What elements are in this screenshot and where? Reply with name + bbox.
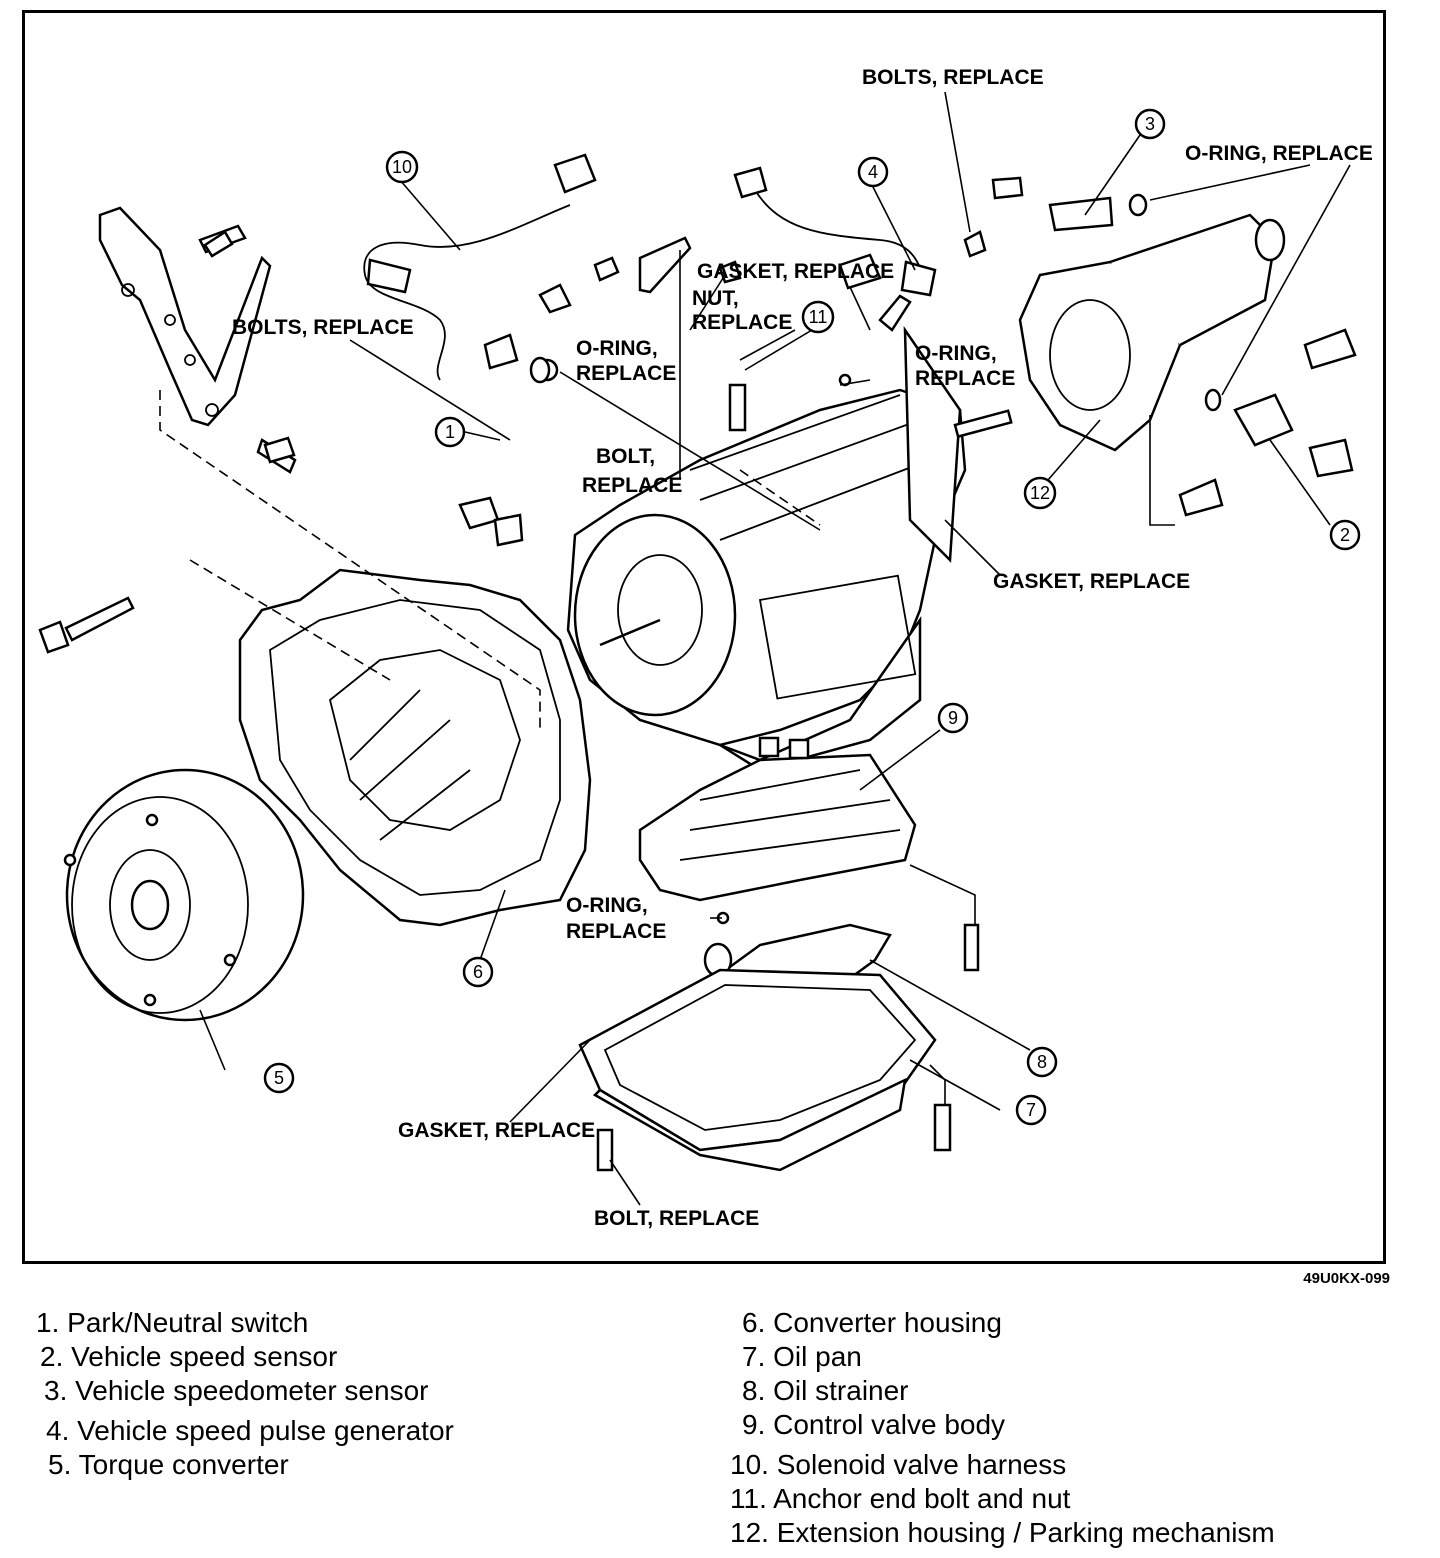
legend-label: Extension housing / Parking mechanism [776, 1517, 1275, 1548]
assembly-lines [159, 390, 821, 730]
callout-oring-replace-top-right: O-RING, REPLACE [1185, 142, 1373, 165]
extension-housing [1018, 213, 1286, 452]
legend-item: 8. Oil strainer [730, 1374, 1275, 1408]
svg-text:9: 9 [948, 708, 958, 728]
diagram-frame [22, 10, 1386, 1264]
marker-8: 8 [1026, 1046, 1058, 1078]
svg-text:5: 5 [274, 1068, 284, 1088]
legend-item: 4. Vehicle speed pulse generator [36, 1414, 454, 1448]
transmission-case [566, 325, 1013, 772]
svg-text:6: 6 [473, 962, 483, 982]
pulse-generator [733, 166, 937, 332]
legend-item: 5. Torque converter [36, 1448, 454, 1482]
callout-oring-left-1: O-RING, [576, 337, 658, 360]
callout-oring-mid-2: REPLACE [915, 367, 1015, 390]
marker-9: 9 [937, 702, 969, 734]
callout-gasket-replace-right: GASKET, REPLACE [993, 570, 1190, 593]
legend-num: 11. [730, 1483, 767, 1514]
svg-text:11: 11 [809, 307, 828, 327]
callout-oring-lower-1: O-RING, [566, 894, 648, 917]
legend-item: 12. Extension housing / Parking mechanis… [730, 1516, 1275, 1550]
callout-nut-replace-2: REPLACE [692, 311, 792, 334]
legend-num: 6. [742, 1307, 766, 1338]
legend-label: Vehicle speed pulse generator [77, 1415, 454, 1446]
legend-item: 6. Converter housing [730, 1306, 1275, 1340]
converter-housing [238, 568, 592, 927]
exploded-view-diagram: 1 2 3 4 5 6 7 8 9 10 11 12 BOLTS, REPLAC… [38, 66, 1373, 1230]
legend-item: 10. Solenoid valve harness [730, 1448, 1275, 1482]
callout-bolt-mid-2: REPLACE [582, 474, 682, 497]
marker-6: 6 [462, 956, 494, 988]
svg-text:10: 10 [392, 157, 412, 177]
control-valve-body [638, 736, 917, 902]
marker-2: 2 [1329, 519, 1361, 551]
svg-text:3: 3 [1145, 114, 1155, 134]
callout-nut-replace-1: NUT, [692, 287, 739, 310]
marker-1: 1 [434, 416, 466, 448]
legend-item: 3. Vehicle speedometer sensor [36, 1374, 454, 1408]
callout-oring-left-2: REPLACE [576, 362, 676, 385]
marker-4: 4 [857, 156, 889, 188]
long-bolt [38, 596, 135, 654]
figure-code: 49U0KX-099 [1303, 1270, 1390, 1287]
legend-label: Oil strainer [773, 1375, 909, 1406]
legend-num: 4. [46, 1415, 70, 1446]
legend-num: 8. [742, 1375, 766, 1406]
legend-num: 10. [730, 1449, 769, 1480]
callout-oring-lower-2: REPLACE [566, 920, 666, 943]
legend-item: 1. Park/Neutral switch [36, 1306, 454, 1340]
torque-converter [63, 768, 305, 1022]
mounting-bracket [98, 206, 297, 474]
marker-11: 11 [801, 300, 835, 334]
marker-5: 5 [263, 1062, 295, 1094]
oil-pan [578, 968, 937, 1172]
marker-7: 7 [1015, 1094, 1047, 1126]
legend-label: Anchor end bolt and nut [773, 1483, 1071, 1514]
legend-right: 6. Converter housing 7. Oil pan 8. Oil s… [730, 1306, 1275, 1550]
callout-bolt-replace-bottom: BOLT, REPLACE [594, 1207, 759, 1230]
legend-item: 7. Oil pan [730, 1340, 1275, 1374]
part-number-markers: 1 2 3 4 5 6 7 8 9 10 11 12 [263, 108, 1361, 1126]
legend-item: 9. Control valve body [730, 1408, 1275, 1442]
callout-gasket-replace-top: GASKET, REPLACE [697, 260, 894, 283]
marker-12: 12 [1023, 476, 1057, 510]
svg-text:7: 7 [1026, 1100, 1036, 1120]
legend-label: Torque converter [78, 1449, 289, 1480]
legend-num: 2. [40, 1341, 64, 1372]
svg-text:4: 4 [868, 162, 878, 182]
callout-labels: BOLTS, REPLACE O-RING, REPLACE GASKET, R… [232, 66, 1373, 1230]
callout-bolts-replace-left: BOLTS, REPLACE [232, 316, 414, 339]
svg-text:8: 8 [1037, 1052, 1047, 1072]
legend-num: 1. [36, 1307, 60, 1338]
legend-num: 12. [730, 1517, 769, 1548]
legend-item: 11. Anchor end bolt and nut [730, 1482, 1275, 1516]
leader-lines [199, 91, 1351, 1206]
legend-label: Oil pan [773, 1341, 862, 1372]
legend-label: Solenoid valve harness [776, 1449, 1067, 1480]
legend-left: 1. Park/Neutral switch 2. Vehicle speed … [36, 1306, 454, 1482]
legend-num: 3. [44, 1375, 68, 1406]
legend-label: Vehicle speed sensor [71, 1341, 338, 1372]
marker-10: 10 [385, 150, 419, 184]
legend-label: Converter housing [773, 1307, 1002, 1338]
legend-label: Park/Neutral switch [67, 1307, 309, 1338]
legend-label: Control valve body [773, 1409, 1006, 1440]
marker-3: 3 [1134, 108, 1166, 140]
callout-bolt-mid-1: BOLT, [596, 445, 655, 468]
legend-num: 9. [742, 1409, 766, 1440]
legend-num: 5. [48, 1449, 72, 1480]
svg-text:1: 1 [445, 422, 455, 442]
solenoid-valve-harness [363, 153, 597, 381]
callout-bolts-replace-top: BOLTS, REPLACE [862, 66, 1044, 89]
svg-text:12: 12 [1030, 483, 1050, 503]
legend-item: 2. Vehicle speed sensor [36, 1340, 454, 1374]
callout-gasket-replace-bottom: GASKET, REPLACE [398, 1119, 595, 1142]
legend-label: Vehicle speedometer sensor [75, 1375, 429, 1406]
callout-oring-mid-1: O-RING, [915, 342, 997, 365]
svg-text:2: 2 [1340, 525, 1350, 545]
legend-num: 7. [742, 1341, 766, 1372]
